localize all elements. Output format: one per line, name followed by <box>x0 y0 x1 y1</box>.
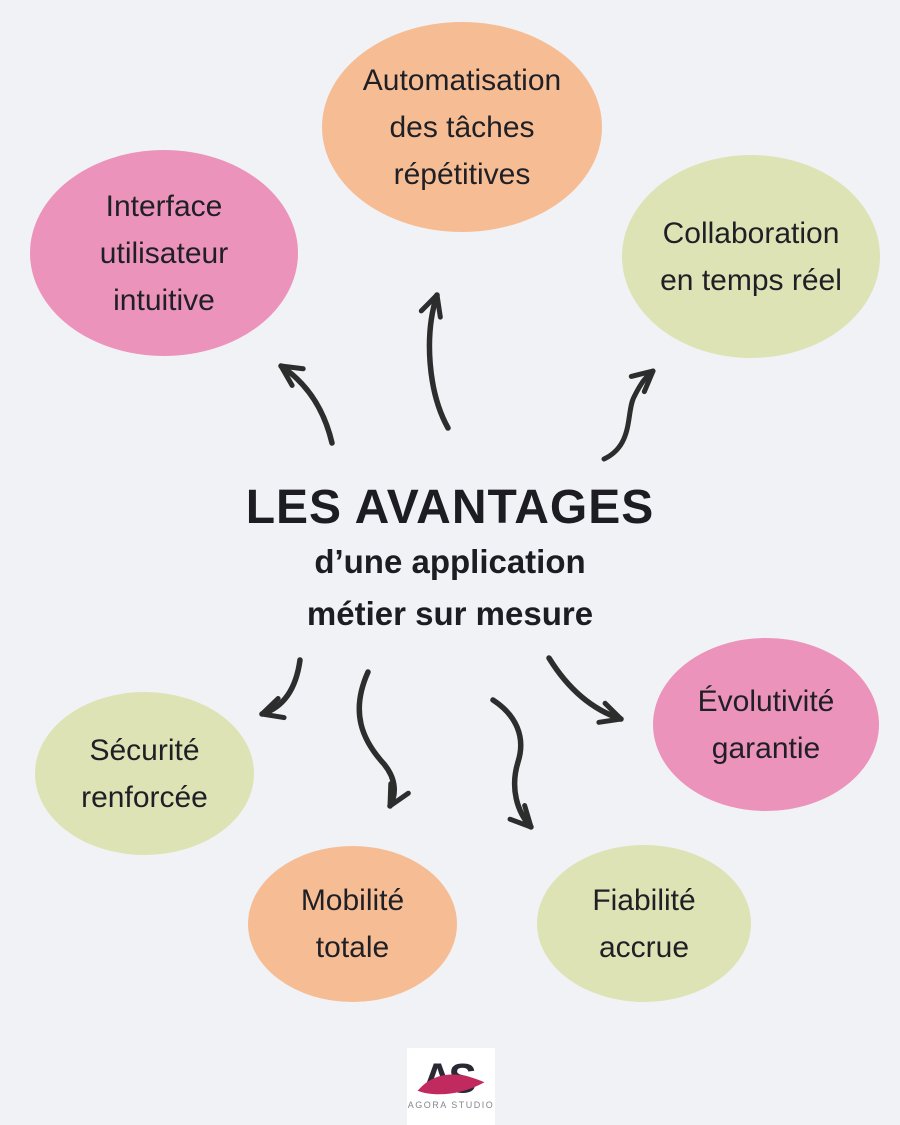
node-collaboration: Collaboration en temps réel <box>622 155 880 358</box>
node-securite: Sécurité renforcée <box>35 692 254 855</box>
node-label-line: intuitive <box>113 283 215 317</box>
title-subtitle-line2: métier sur mesure <box>306 595 594 632</box>
agora-studio-logo: A S AGORA STUDIO <box>407 1048 495 1125</box>
node-label-line: des tâches <box>389 110 535 144</box>
title-main: LES AVANTAGES <box>245 481 655 534</box>
arrow-to-collaboration <box>601 368 656 462</box>
central-title: LES AVANTAGES d’une application métier s… <box>150 480 750 640</box>
logo-swoosh <box>417 1074 485 1095</box>
logo-caption: AGORA STUDIO <box>407 1100 495 1110</box>
agora-studio-monogram-icon: A S <box>417 1054 485 1098</box>
arrow-to-evolutivite <box>546 655 624 725</box>
node-label-line: renforcée <box>81 780 208 814</box>
node-fiabilite: Fiabilité accrue <box>537 845 751 1002</box>
node-label-line: utilisateur <box>99 236 229 270</box>
node-label-line: répétitives <box>393 157 531 191</box>
node-label-line: Automatisation <box>362 63 562 97</box>
node-label-line: totale <box>315 931 390 964</box>
node-label-line: en temps réel <box>660 263 842 297</box>
node-label-line: garantie <box>711 731 821 765</box>
node-label-line: Fiabilité <box>592 883 696 917</box>
node-label-line: Collaboration <box>662 216 840 250</box>
node-evolutivite: Évolutivité garantie <box>653 638 879 811</box>
node-label-line: Mobilité <box>300 884 405 917</box>
arrow-to-fiabilite <box>490 697 534 830</box>
node-label-line: Évolutivité <box>697 684 835 718</box>
node-label-line: Sécurité <box>89 733 200 767</box>
node-automatisation: Automatisation des tâches répétitives <box>322 22 602 232</box>
node-label-line: Interface <box>105 189 223 223</box>
node-mobilite: Mobilité totale <box>248 846 457 1002</box>
arrow-to-automatisation <box>418 292 451 431</box>
arrow-to-interface <box>278 363 335 446</box>
title-subtitle-line1: d’une application <box>314 543 586 580</box>
arrow-to-securite <box>259 657 303 721</box>
node-label-line: accrue <box>598 930 690 964</box>
node-interface: Interface utilisateur intuitive <box>30 150 298 356</box>
arrow-to-mobilite <box>356 669 411 809</box>
